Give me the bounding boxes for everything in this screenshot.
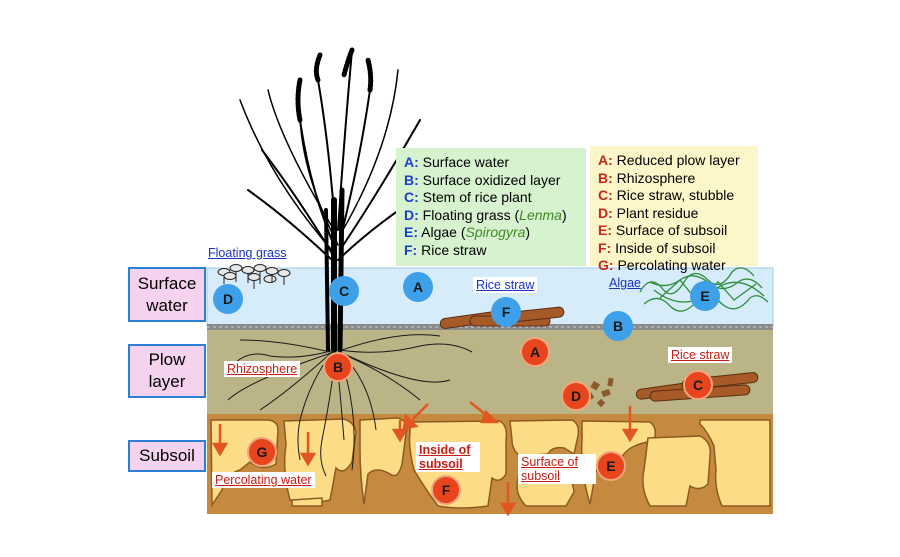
legend-right-item-e: E: Surface of subsoil [598, 222, 728, 238]
legend-left-item-d: D: Floating grass (Lenma) [404, 206, 567, 223]
legend-right-item-g: G: Percolating water [598, 257, 726, 273]
legend-right-item-f: F: Inside of subsoil [598, 239, 716, 256]
legend-left-item-a: A: Surface water [404, 154, 510, 170]
marker-water-c: C [329, 276, 359, 306]
legend-left-item-e: E: Algae (Spirogyra) [404, 224, 531, 240]
label-floating-grass: Floating grass [205, 245, 290, 261]
marker-soil-d: D [561, 381, 591, 411]
legend-right-item-c: C: Rice straw, stubble [598, 187, 735, 203]
legend-right-item-a: A: Reduced plow layer [598, 152, 740, 168]
legend-soil-components: A: Reduced plow layer B: Rhizosphere C: … [590, 146, 758, 273]
legend-left-item-c: C: Stem of rice plant [404, 189, 532, 205]
legend-left-item-b: B: Surface oxidized layer [404, 171, 561, 188]
layer-label-surface-water: Surface water [128, 267, 206, 322]
label-inside-of-subsoil: Inside of subsoil [416, 442, 480, 472]
marker-soil-g: G [247, 437, 277, 467]
percolation-arrows [211, 401, 639, 517]
floating-grass [217, 264, 291, 289]
layer-label-subsoil: Subsoil [128, 440, 206, 472]
marker-soil-a: A [520, 337, 550, 367]
label-rice-straw-water: Rice straw [473, 277, 538, 293]
marker-water-a: A [403, 272, 433, 302]
label-rhizosphere: Rhizosphere [224, 361, 301, 377]
marker-water-b: B [603, 311, 633, 341]
label-percolating-water: Percolating water [212, 472, 315, 488]
marker-water-d: D [213, 284, 243, 314]
label-rice-straw-plow: Rice straw [668, 347, 733, 363]
marker-soil-b: B [323, 352, 353, 382]
layer-label-plow-layer: Plow layer [128, 344, 206, 398]
marker-soil-e: E [596, 451, 626, 481]
label-algae: Algae [609, 276, 641, 290]
marker-soil-f: F [431, 475, 461, 505]
legend-right-item-b: B: Rhizosphere [598, 169, 696, 186]
rice-plant [239, 47, 431, 353]
legend-water-components: A: Surface water B: Surface oxidized lay… [396, 148, 586, 266]
marker-water-f: F [491, 297, 521, 327]
legend-right-item-d: D: Plant residue [598, 204, 699, 221]
label-surface-of-subsoil: Surface of subsoil [518, 454, 596, 484]
marker-soil-c: C [683, 370, 713, 400]
marker-water-e: E [690, 281, 720, 311]
legend-left-item-f: F: Rice straw [404, 241, 487, 258]
